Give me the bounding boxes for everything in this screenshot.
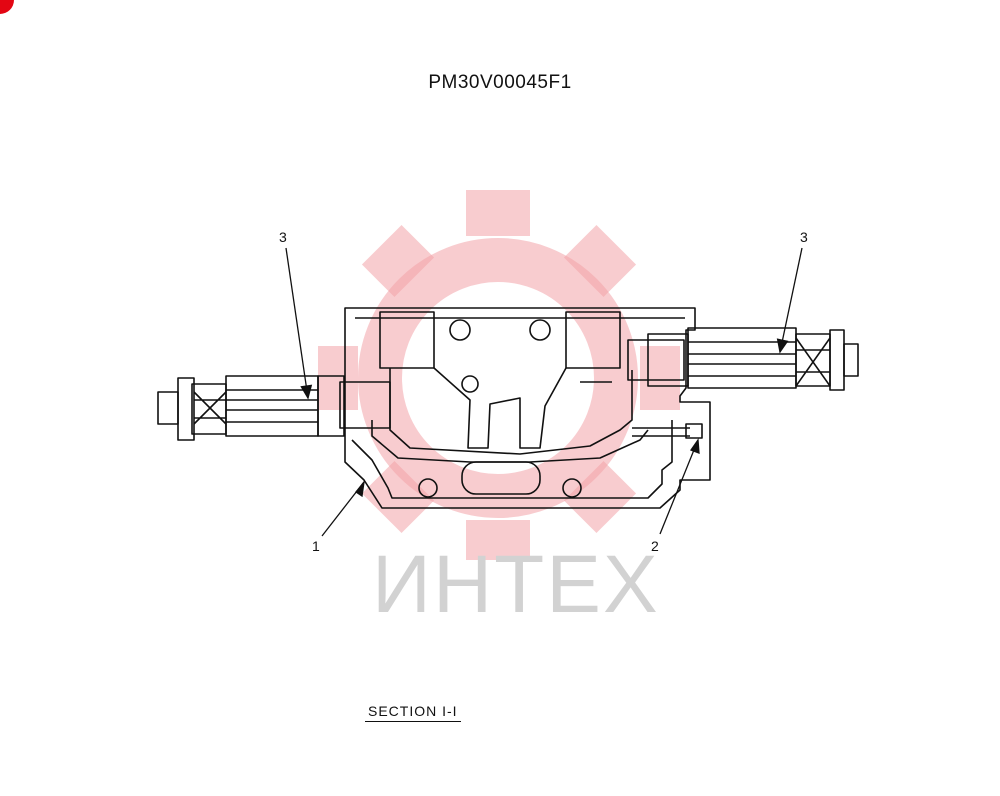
- callout-2: 2: [651, 538, 659, 554]
- callout-3-right: 3: [800, 229, 808, 245]
- section-label: SECTION I-I: [365, 703, 461, 722]
- callout-3-left: 3: [279, 229, 287, 245]
- watermark-text: ИНТЕХ: [372, 539, 660, 630]
- part-number-title: PM30V00045F1: [428, 72, 572, 93]
- callout-1: 1: [312, 538, 320, 554]
